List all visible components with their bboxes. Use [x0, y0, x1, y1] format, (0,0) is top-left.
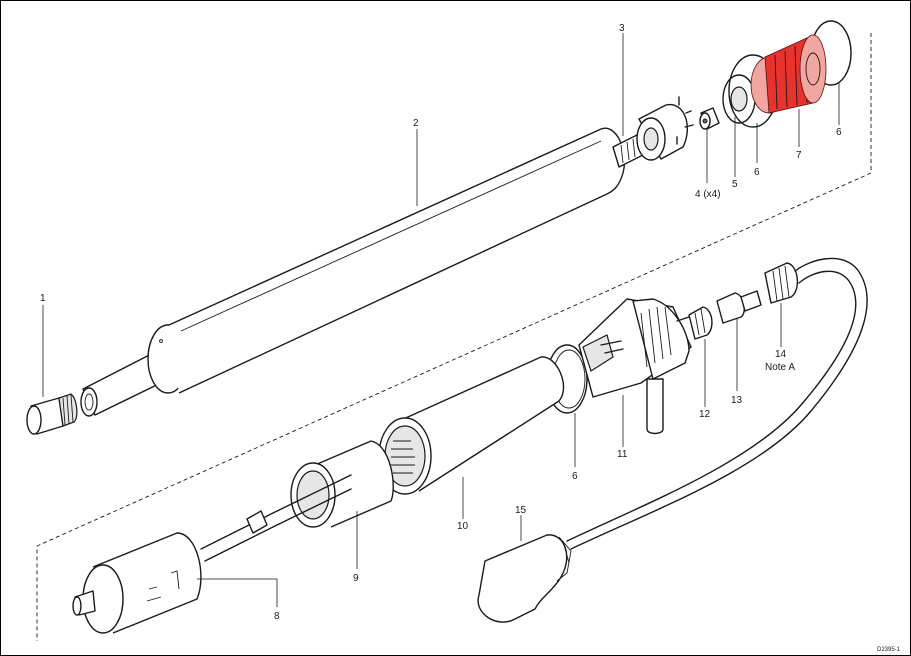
part-10-threaded-tube — [378, 356, 565, 495]
part-4-nut — [699, 107, 720, 130]
callout-8: 8 — [274, 611, 280, 622]
part-8-motor — [72, 474, 352, 634]
part-9-sleeve — [290, 440, 394, 528]
callout-1: 1 — [40, 293, 46, 304]
part-14-cable-gland — [566, 257, 868, 550]
part-3-motor-head — [636, 96, 694, 161]
leader-lines — [42, 33, 840, 607]
part-15-connector — [477, 534, 572, 623]
callout-15: 15 — [515, 505, 527, 516]
part-13-ferrule — [716, 290, 762, 324]
callout-11: 11 — [617, 449, 628, 460]
callout-3: 3 — [619, 23, 625, 34]
drawing-id: D2395-1 — [877, 647, 901, 653]
callout-14-note: Note A — [765, 362, 795, 373]
callout-13: 13 — [731, 395, 743, 406]
part-7-highlighted-unit — [750, 34, 827, 114]
callout-10: 10 — [457, 521, 469, 532]
part-2-main-cylinder — [80, 127, 648, 417]
dashed-enclosure — [36, 33, 872, 641]
part-5-washer — [722, 74, 756, 124]
callout-6-right: 6 — [836, 127, 842, 138]
callout-6-lower-left: 6 — [754, 167, 760, 178]
part-12-nut — [676, 306, 713, 340]
callout-6-middle: 6 — [572, 471, 578, 482]
callout-2: 2 — [413, 118, 419, 129]
callout-9: 9 — [353, 573, 359, 584]
callout-5: 5 — [732, 179, 738, 190]
part-1-end-cap — [26, 393, 78, 435]
part-11-housing — [578, 298, 692, 435]
callout-4: 4 (x4) — [695, 189, 721, 200]
callout-12: 12 — [699, 409, 711, 420]
callout-14: 14 — [775, 349, 787, 360]
callout-7: 7 — [796, 150, 802, 161]
